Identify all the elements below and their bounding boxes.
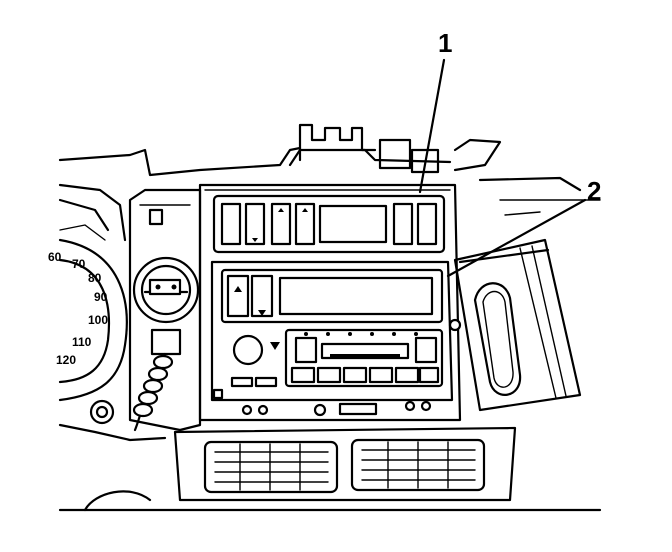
- right-side-trim: [448, 238, 582, 412]
- lower-bezel: [212, 388, 432, 417]
- callout-leader-2: [446, 198, 587, 278]
- radio-receiver: [210, 260, 454, 402]
- upper-control-module: [212, 194, 446, 254]
- speedometer-number: 90: [94, 290, 108, 304]
- callout-leader-1: [418, 58, 446, 194]
- dash-background-outline: [58, 138, 601, 242]
- speedometer-number: 120: [56, 353, 76, 367]
- speedometer-gauge: 60 70 80 90 100 110 120: [48, 238, 128, 402]
- speedometer-number: 110: [72, 335, 92, 349]
- speedometer-number: 60: [48, 250, 62, 264]
- callout-label-2: 2: [587, 176, 601, 206]
- bottom-base: [58, 490, 602, 512]
- speedometer-number: 80: [88, 271, 102, 285]
- wiring-harness: [58, 328, 182, 442]
- speedometer-number: 100: [88, 313, 108, 327]
- callout-label-1: 1: [438, 28, 452, 58]
- round-gauge: [132, 256, 200, 324]
- ac-vent-panel: [173, 426, 517, 502]
- speedometer-number: 70: [72, 257, 86, 271]
- console-housing: [198, 183, 462, 422]
